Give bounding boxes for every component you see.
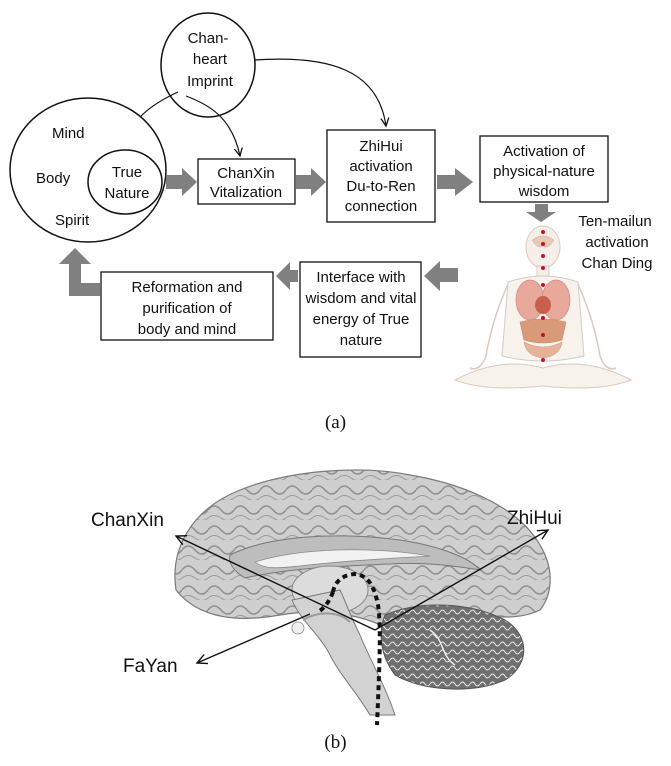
ten-mailun-label: Ten-mailun activation Chan Ding — [578, 213, 652, 272]
true-nature-line-1: True — [112, 164, 142, 181]
zhihui-box-line-3: Du-to-Ren — [346, 178, 415, 195]
reformation-box-line-3: body and mind — [138, 321, 236, 338]
interface-box-line-1: Interface with — [316, 269, 405, 286]
arrow-truenature-to-chanxin — [166, 168, 197, 196]
body-label: Body — [36, 170, 71, 187]
zhihui-activation-box: ZhiHui activation Du-to-Ren connection — [327, 130, 435, 222]
brain-illustration — [175, 470, 550, 725]
fayan-label: FaYan — [123, 656, 178, 677]
interface-box-line-2: wisdom and vital — [305, 290, 417, 307]
arrow-interface-to-reformation — [276, 262, 298, 290]
zhihui-box-line-1: ZhiHui — [359, 138, 402, 155]
zhihui-box-line-4: connection — [345, 198, 418, 215]
chanxin-box-line-1: ChanXin — [217, 165, 275, 182]
arrow-chanxin-to-zhihui — [296, 168, 326, 196]
true-nature-line-2: Nature — [104, 185, 149, 202]
arrow-fayan-pointer — [197, 614, 310, 663]
arrow-activation-down — [526, 204, 556, 222]
reformation-box: Reformation and purification of body and… — [101, 272, 273, 340]
caption-b: (b) — [0, 732, 671, 754]
chanxin-vitalization-box: ChanXin Vitalization — [198, 159, 295, 204]
reformation-box-line-1: Reformation and — [132, 279, 243, 296]
ten-mailun-line-1: Ten-mailun — [578, 213, 651, 230]
chanxin-box-line-2: Vitalization — [210, 184, 282, 201]
mind-label: Mind — [52, 125, 85, 142]
arrow-chanheart-to-zhihui — [254, 59, 386, 126]
caption-a: (a) — [0, 412, 671, 434]
zhihui-label: ZhiHui — [507, 508, 562, 529]
activation-box-line-2: physical-nature — [493, 163, 595, 180]
interface-wisdom-box: Interface with wisdom and vital energy o… — [300, 262, 421, 357]
arrow-zhihui-to-activation — [437, 168, 473, 196]
arrow-reformation-to-circle — [59, 248, 100, 296]
flow-diagram: Chan- heart Imprint Mind Body Spirit Tru… — [0, 0, 671, 440]
interface-box-line-4: nature — [340, 332, 383, 349]
brain-diagram: ChanXin ZhiHui FaYan — [0, 440, 671, 730]
chan-heart-line-2: heart — [193, 51, 228, 68]
arrow-body-to-interface — [424, 261, 458, 291]
activation-box-line-3: wisdom — [518, 183, 570, 200]
ten-mailun-line-2: activation — [585, 234, 648, 251]
true-nature-node: True Nature — [88, 150, 162, 214]
spirit-label: Spirit — [55, 212, 90, 229]
ten-mailun-line-3: Chan Ding — [582, 255, 653, 272]
activation-wisdom-box: Activation of physical-nature wisdom — [480, 136, 608, 202]
reformation-box-line-2: purification of — [142, 300, 232, 317]
interface-box-line-3: energy of True — [313, 311, 410, 328]
chan-heart-line-1: Chan- — [188, 30, 229, 47]
activation-box-line-1: Activation of — [503, 143, 586, 160]
chan-heart-imprint-node: Chan- heart Imprint — [161, 13, 255, 117]
chanxin-label: ChanXin — [91, 510, 164, 531]
zhihui-box-line-2: activation — [349, 158, 412, 175]
chan-heart-line-3: Imprint — [187, 73, 234, 90]
